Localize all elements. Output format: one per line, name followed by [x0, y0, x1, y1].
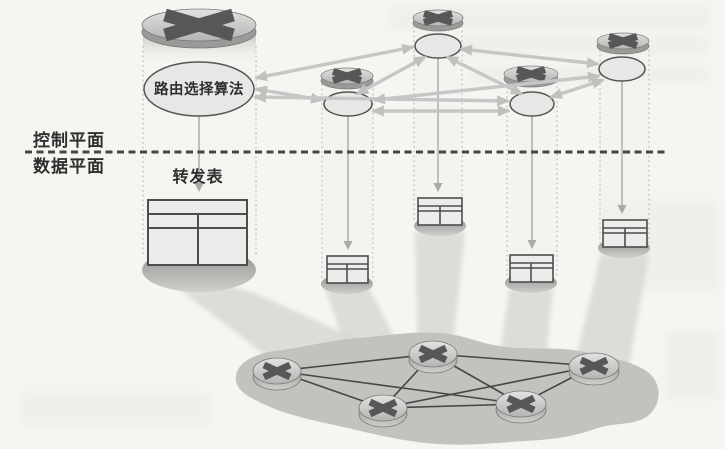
router-top-icon — [320, 67, 374, 90]
routing-message-arrow — [254, 43, 415, 82]
router-top-icon — [141, 8, 257, 49]
physical-link — [432, 353, 595, 367]
network-cloud — [235, 332, 659, 445]
physical-router — [568, 352, 620, 386]
beam-r5 — [573, 254, 649, 372]
forwarding-table-r5 — [602, 219, 648, 248]
physical-router — [495, 390, 547, 424]
routing-algorithm-ellipse-r2 — [414, 33, 462, 59]
routing-message-arrow — [549, 78, 605, 99]
physical-router — [408, 340, 458, 374]
routing-algorithm-ellipse-r3 — [323, 91, 373, 117]
forwarding-table-r1 — [147, 199, 248, 266]
forwarding-tables — [147, 197, 648, 284]
forwarding-table-r3 — [326, 255, 369, 284]
routing-algorithm-ellipse-r5 — [598, 56, 646, 82]
label-control-plane: 控制平面 — [33, 130, 105, 150]
router-top-icon — [596, 32, 650, 55]
physical-router — [358, 394, 408, 428]
physical-link — [382, 365, 595, 409]
label-routing-algorithm: 路由选择算法 — [154, 80, 244, 98]
label-forwarding-table: 转发表 — [172, 167, 223, 186]
physical-router — [252, 357, 302, 391]
routing-algorithm-ellipse-r4 — [509, 91, 555, 117]
forwarding-table-r4 — [509, 254, 554, 283]
physical-link — [276, 370, 522, 405]
physical-link — [276, 353, 434, 372]
physical-routers — [252, 340, 620, 428]
forwarding-table-r2 — [417, 197, 463, 226]
beam-r2 — [415, 232, 465, 354]
routing-algorithm-ellipse-r1 — [143, 61, 255, 117]
label-data-plane: 数据平面 — [33, 156, 105, 176]
router-top-icon — [412, 9, 464, 32]
routing-message-arrow — [459, 44, 600, 69]
routing-message-arrows — [253, 43, 605, 117]
